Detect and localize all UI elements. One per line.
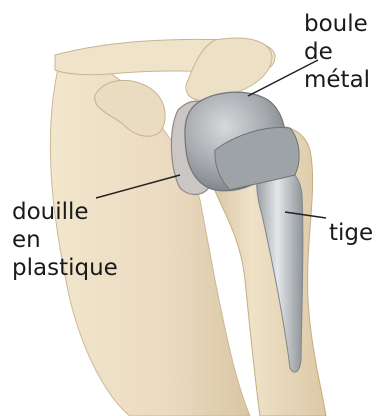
metal-ball-label-line2: de	[304, 38, 370, 66]
plastic-socket-label-line2: en	[12, 226, 118, 254]
plastic-socket-label-line3: plastique	[12, 254, 118, 282]
metal-ball-label-line3: métal	[304, 66, 370, 94]
metal-ball-label-line1: boule	[304, 10, 370, 38]
metal-ball-label: boule de métal	[304, 10, 370, 94]
plastic-socket-label-line1: douille	[12, 198, 118, 226]
stem-label: tige	[329, 219, 373, 247]
plastic-socket-label: douille en plastique	[12, 198, 118, 282]
